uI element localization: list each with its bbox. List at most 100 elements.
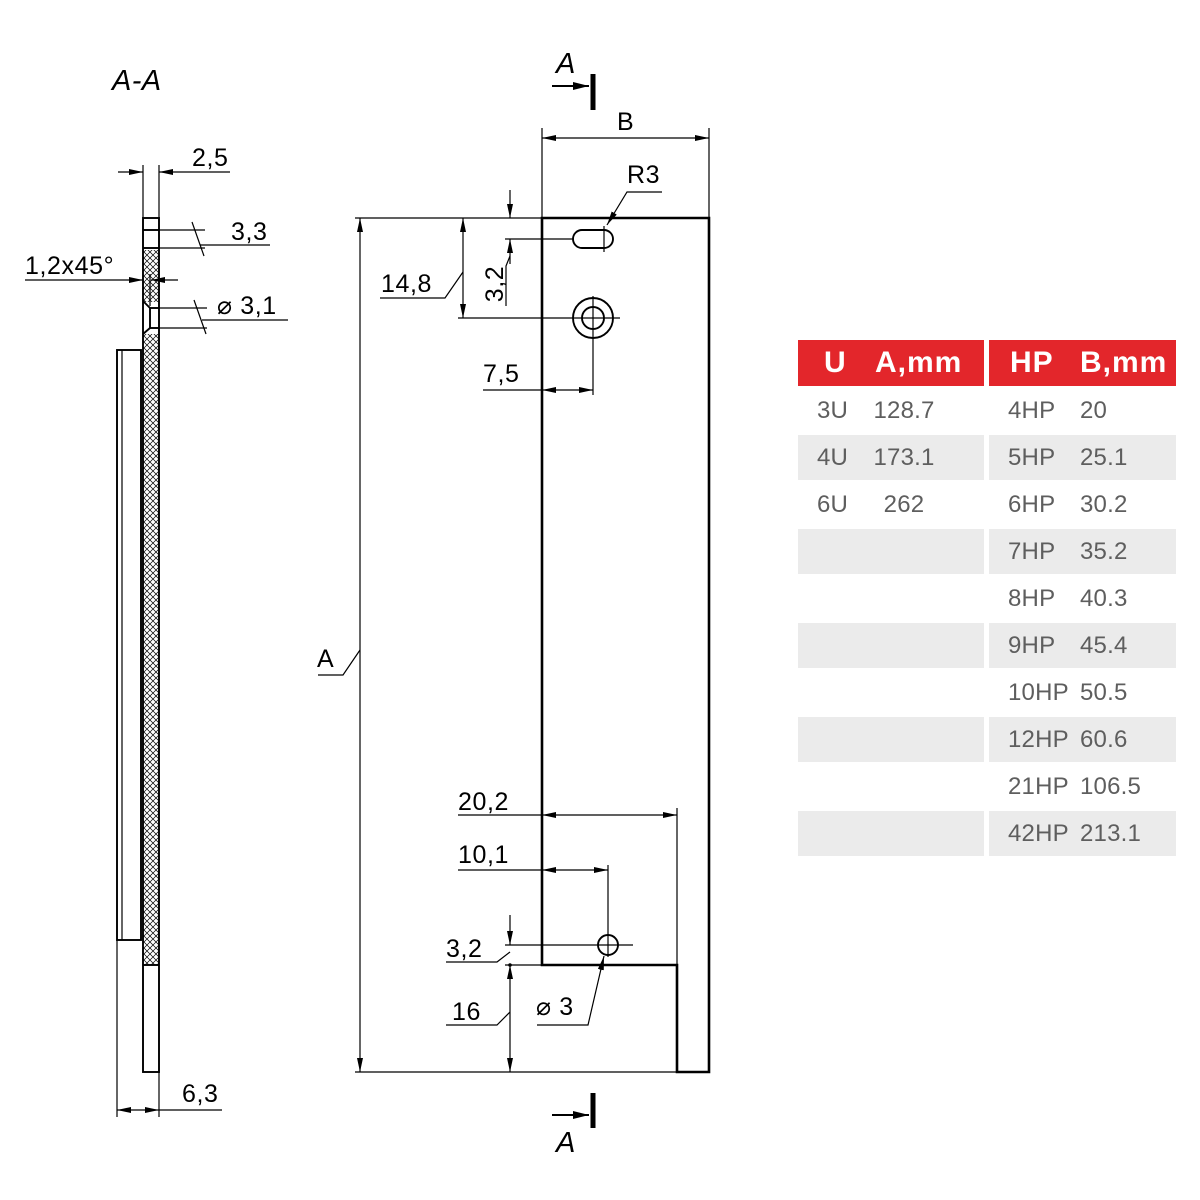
dim-hole-x: 7,5: [483, 360, 593, 393]
dim-bottom-hole-y: 3,2: [446, 915, 542, 967]
cell-a: 262: [883, 491, 925, 518]
dim-label-thickness: 2,5: [192, 144, 229, 172]
header-u: U: [824, 346, 847, 379]
dim-notch-height: 16: [446, 965, 513, 1072]
header-block-u: U A,mm: [798, 340, 984, 386]
dim-slot-y: 3,2: [481, 190, 573, 306]
section-view-a-a: A-A 2,5 3,3: [25, 65, 288, 1117]
row-cell-u: [798, 623, 984, 668]
dim-label-bottom-hole-y: 3,2: [446, 935, 483, 963]
cell-hp: 10HP: [1008, 679, 1069, 706]
row-cell-hp: 7HP 35.2: [989, 529, 1176, 574]
cell-b: 106.5: [1080, 773, 1142, 800]
cell-hp: 4HP: [1008, 397, 1056, 424]
dim-radius: R3: [606, 161, 662, 226]
dim-label-bottom-hole-dia: ⌀ 3: [536, 993, 574, 1021]
dim-bottom-hole-x: 10,1: [458, 841, 608, 873]
table-row: 10HP 50.5: [798, 670, 1176, 715]
leader-line: [318, 649, 361, 676]
cell-hp: 21HP: [1008, 773, 1069, 800]
section-flange: [116, 349, 142, 941]
leader-line: [505, 255, 511, 306]
leader-line: [446, 951, 511, 963]
cell-b: 45.4: [1080, 632, 1128, 659]
front-view: A A B R3: [317, 48, 711, 1159]
chamfer-edge-lower: [142, 327, 151, 335]
row-cell-hp: 12HP 60.6: [989, 717, 1176, 762]
section-hatch-main: [143, 334, 159, 965]
dimension-tick: [191, 221, 205, 257]
chamfer-edge: [142, 300, 151, 309]
dim-label-hole-x: 7,5: [483, 360, 520, 388]
dim-chamfer: 1,2x45°: [25, 252, 178, 306]
header-a-mm: A,mm: [875, 346, 963, 379]
row-cell-u: [798, 811, 984, 856]
table-row: 9HP 45.4: [798, 623, 1176, 668]
slot-hole: [572, 229, 614, 249]
row-cell-hp: 5HP 25.1: [989, 435, 1176, 480]
dim-height: A: [317, 217, 677, 1073]
dim-thickness: 2,5: [118, 144, 230, 218]
header-block-hp: HP B,mm: [989, 340, 1176, 386]
leader-line: [380, 271, 464, 299]
cell-hp: 6HP: [1008, 491, 1056, 518]
row-cell-u: 6U 262: [798, 482, 984, 527]
dim-label-slot: 3,3: [231, 218, 268, 246]
cell-b: 20: [1080, 397, 1108, 424]
size-table: U A,mm HP B,mm 3U 128.7 4HP 20 4U 173.1 …: [798, 340, 1176, 858]
section-marker-bottom: A: [552, 1093, 596, 1159]
table-row: 3U 128.7 4HP 20: [798, 388, 1176, 433]
row-cell-hp: 4HP 20: [989, 388, 1176, 433]
leader-line: [446, 1011, 511, 1026]
table-row: 42HP 213.1: [798, 811, 1176, 856]
dim-label-radius: R3: [627, 161, 660, 189]
table-row: 6U 262 6HP 30.2: [798, 482, 1176, 527]
section-marker-label: A: [554, 1127, 576, 1159]
dim-hole-y: 14,8: [380, 218, 466, 318]
row-cell-u: [798, 764, 984, 809]
cell-b: 30.2: [1080, 491, 1128, 518]
cell-hp: 5HP: [1008, 444, 1056, 471]
cell-u: 3U: [817, 397, 849, 424]
row-cell-hp: 21HP 106.5: [989, 764, 1176, 809]
cell-hp: 42HP: [1008, 820, 1069, 847]
leader-line: [537, 955, 605, 1026]
row-cell-u: [798, 670, 984, 715]
table-row: 7HP 35.2: [798, 529, 1176, 574]
dim-label-notch-width: 20,2: [458, 788, 509, 816]
cell-hp: 12HP: [1008, 726, 1069, 753]
section-title: A-A: [110, 65, 162, 97]
row-cell-hp: 9HP 45.4: [989, 623, 1176, 668]
dim-slot: 3,3: [159, 218, 270, 257]
row-cell-u: [798, 529, 984, 574]
dim-label-bottom-hole-x: 10,1: [458, 841, 509, 869]
dim-label-hole: ⌀ 3,1: [217, 292, 277, 320]
cell-hp: 8HP: [1008, 585, 1056, 612]
row-cell-hp: 6HP 30.2: [989, 482, 1176, 527]
row-cell-hp: 42HP 213.1: [989, 811, 1176, 856]
cell-b: 60.6: [1080, 726, 1128, 753]
section-hatch-upper: [143, 250, 159, 302]
cell-hp: 7HP: [1008, 538, 1056, 565]
dim-label-notch-height: 16: [452, 998, 481, 1026]
section-profile-outline: [142, 217, 160, 1073]
panel-outline: [540, 216, 711, 1074]
table-row: 4U 173.1 5HP 25.1: [798, 435, 1176, 480]
cell-b: 35.2: [1080, 538, 1128, 565]
cell-hp: 9HP: [1008, 632, 1056, 659]
table-header: U A,mm HP B,mm: [798, 340, 1176, 386]
cell-b: 50.5: [1080, 679, 1128, 706]
cell-b: 25.1: [1080, 444, 1128, 471]
row-cell-u: [798, 576, 984, 621]
dim-label-hole-y: 14,8: [381, 270, 432, 298]
table-row: 8HP 40.3: [798, 576, 1176, 621]
dim-bottom-hole-dia: ⌀ 3: [536, 955, 605, 1026]
row-cell-hp: 8HP 40.3: [989, 576, 1176, 621]
row-cell-hp: 10HP 50.5: [989, 670, 1176, 715]
cell-a: 128.7: [873, 397, 935, 424]
dim-label-width: B: [617, 108, 634, 136]
dim-width: B: [541, 108, 710, 218]
dim-notch-width: 20,2: [458, 788, 678, 965]
section-marker-top: A: [552, 48, 596, 110]
